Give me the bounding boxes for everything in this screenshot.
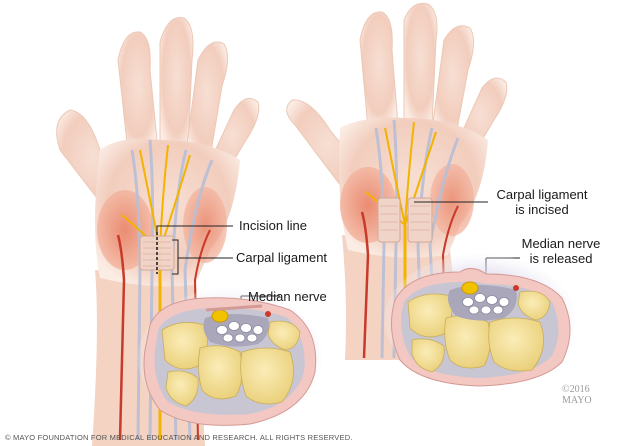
right-tunnel-tendons (462, 293, 510, 315)
left-ulnar-artery (193, 229, 211, 441)
footer-rights: © MAYO FOUNDATION FOR MEDICAL EDUCATION … (5, 433, 353, 442)
right-bone-5 (411, 338, 445, 373)
right-finger-middle (403, 2, 438, 126)
right-bone-3 (488, 317, 544, 372)
left-finger-middle (159, 17, 194, 151)
label-median-nerve-released-line2: is released (529, 251, 593, 266)
left-hand (56, 17, 260, 446)
right-ulnar-artery (441, 205, 459, 359)
right-radial-artery (360, 211, 370, 359)
right-bone-4 (517, 290, 551, 321)
left-bone-3 (240, 347, 294, 405)
right-finger-index (359, 11, 399, 129)
right-section-median-nerve (461, 281, 479, 295)
label-median-nerve-released: Median nerve is released (520, 236, 602, 266)
label-carpal-ligament-incised-line1: Carpal ligament (496, 187, 588, 202)
left-section-ligament (205, 304, 263, 312)
label-median-nerve-released-line1: Median nerve (521, 236, 601, 251)
left-bone-4 (267, 320, 301, 351)
left-bone-2 (198, 345, 243, 400)
left-hypothenar-muscle (183, 187, 227, 263)
label-median-nerve: Median nerve (248, 289, 327, 304)
left-finger-index (117, 31, 159, 153)
right-ligament-fibers (380, 205, 430, 231)
left-section-artery (265, 311, 271, 317)
copyright-mark: ©2016 MAYO (562, 384, 592, 406)
left-section-median-nerve (211, 309, 229, 323)
left-tunnel-tendons (216, 321, 264, 343)
copyright-brand: MAYO (562, 395, 592, 406)
right-bone-2 (444, 315, 491, 369)
right-cross-section (384, 254, 576, 387)
right-ligament-left-half (377, 197, 401, 243)
right-finger-ring (431, 25, 474, 136)
label-carpal-ligament: Carpal ligament (236, 250, 328, 265)
label-carpal-ligament-incised-line2: is incised (515, 202, 569, 217)
right-hypothenar-muscle (430, 164, 474, 236)
left-radial-artery (116, 234, 126, 441)
right-section-artery (513, 285, 519, 291)
copyright-year: ©2016 (562, 384, 590, 395)
left-bone-5 (165, 370, 199, 407)
left-finger-ring (185, 41, 228, 159)
right-ligament-right-half (407, 197, 433, 243)
label-incision-line: Incision line (239, 218, 307, 233)
label-carpal-ligament-incised: Carpal ligament is incised (492, 187, 592, 217)
left-cross-section (138, 288, 322, 428)
